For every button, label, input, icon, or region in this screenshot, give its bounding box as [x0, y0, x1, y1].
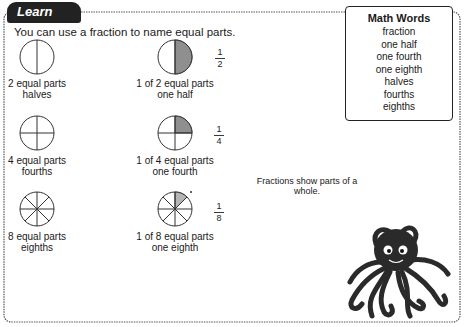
numerator: 1	[216, 201, 221, 211]
part-count: 2 equal parts	[8, 78, 66, 89]
word-item: fraction	[352, 26, 446, 39]
box-heading: Math Words	[352, 11, 446, 26]
word-item: halves	[352, 76, 446, 89]
part-count: 1 of 4 equal parts	[136, 155, 213, 166]
denominator: 2	[217, 59, 222, 69]
fraction-name: one fourth	[152, 166, 197, 177]
part-name: fourths	[22, 166, 53, 177]
part-name: eighths	[21, 242, 53, 253]
part-count: 8 equal parts	[8, 231, 66, 242]
part-count: 1 of 8 equal parts	[136, 231, 213, 242]
numerator: 1	[217, 47, 222, 57]
note-text: Fractions show parts of a whole.	[251, 176, 363, 196]
word-item: one eighth	[352, 64, 446, 77]
box-heading: Learn	[17, 4, 71, 20]
denominator: 4	[216, 136, 221, 146]
word-item: one half	[352, 39, 446, 52]
word-box: Math Wordsfractionone halfone fourthone …	[345, 6, 453, 121]
word-item: fourths	[352, 89, 446, 102]
section-tab: Learn	[7, 2, 81, 23]
word-item: one fourth	[352, 51, 446, 64]
numerator: 1	[216, 124, 221, 134]
fraction-name: one half	[157, 89, 193, 100]
word-item: eighths	[352, 101, 446, 114]
part-count: 4 equal parts	[8, 155, 66, 166]
denominator: 8	[216, 213, 221, 223]
fraction-name: one eighth	[152, 242, 199, 253]
intro-sentence: You can use a fraction to name equal par…	[14, 26, 235, 39]
part-name: halves	[23, 89, 52, 100]
part-count: 1 of 2 equal parts	[136, 78, 213, 89]
